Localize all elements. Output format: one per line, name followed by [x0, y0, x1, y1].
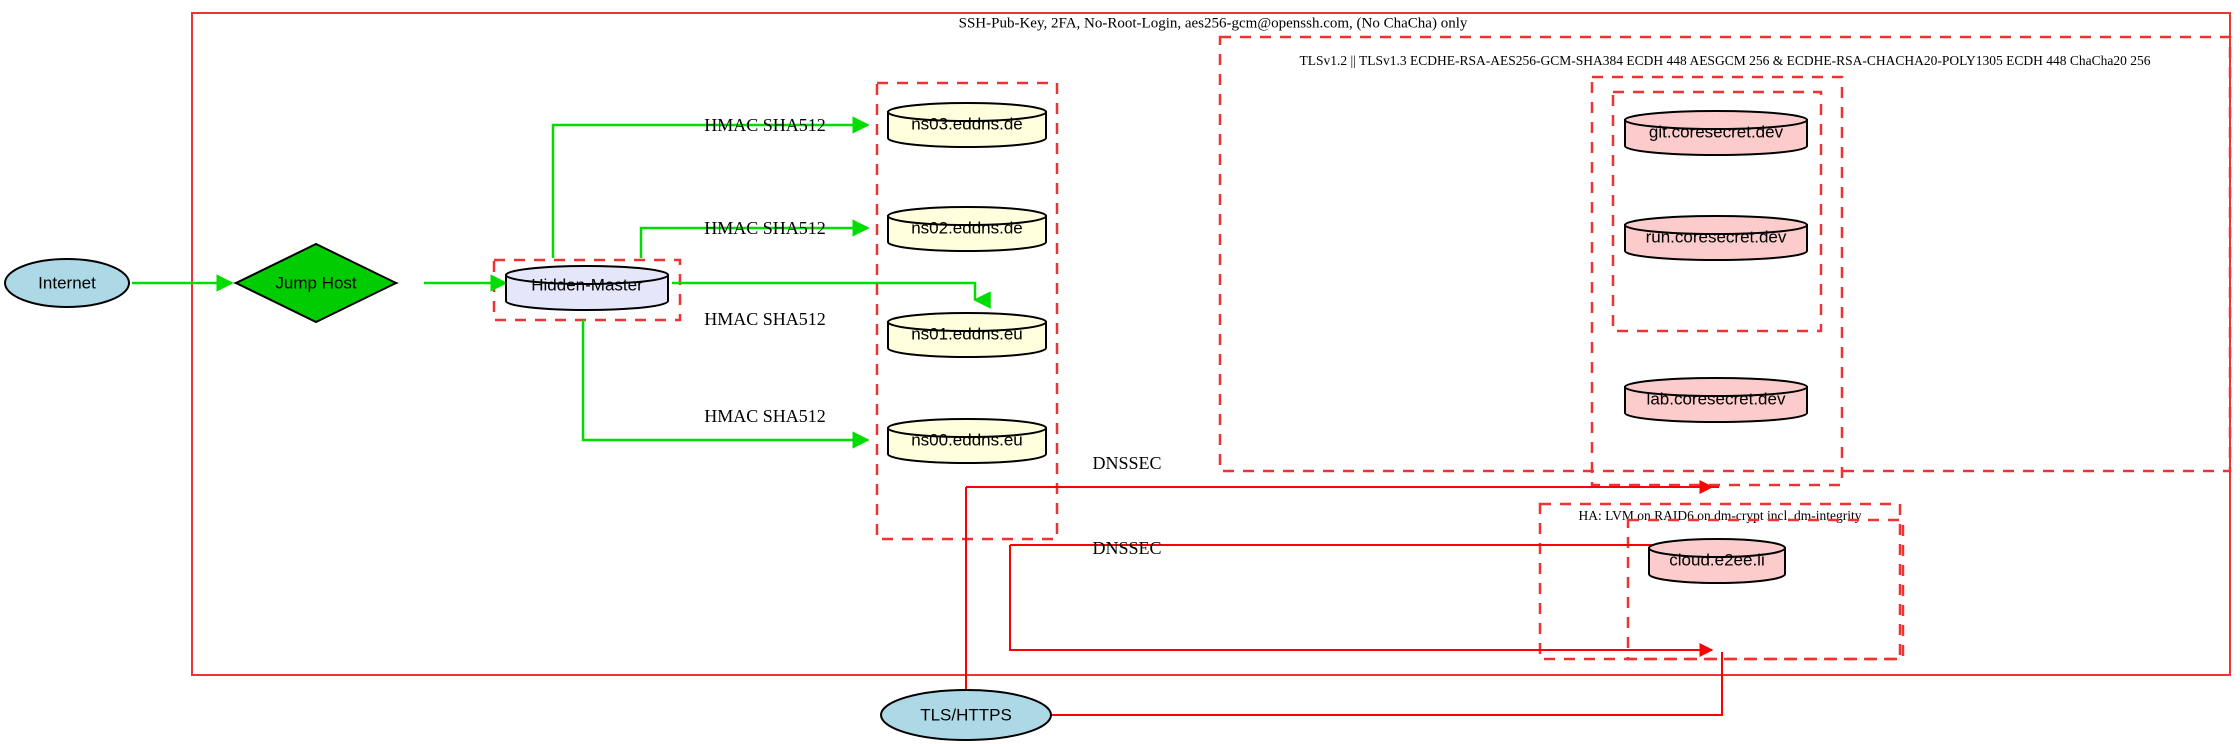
edge-label-hmac-ns02: HMAC SHA512: [704, 218, 826, 238]
edge-label-hmac-ns03: HMAC SHA512: [704, 115, 826, 135]
ns02-label: ns02.eddns.de: [911, 219, 1023, 238]
node-lab-coresecret[interactable]: lab.coresecret.dev: [1624, 377, 1808, 423]
cluster-ssh-outer: [191, 12, 2231, 676]
jump-host-diamond-outline: [233, 242, 399, 324]
edge-tlshttps-right: [1050, 652, 1723, 716]
edge-dnssec-lower-path: [1009, 545, 1714, 657]
lab-coresecret-label: lab.coresecret.dev: [1647, 390, 1786, 409]
ns00-top: [887, 418, 1047, 438]
node-ns03[interactable]: ns03.eddns.de: [887, 102, 1047, 148]
edge-label-dnssec-upper: DNSSEC: [1092, 453, 1161, 473]
ns02-top: [887, 206, 1047, 226]
internet-label: Internet: [38, 274, 96, 293]
internet-ellipse: [4, 258, 130, 308]
node-hidden-master[interactable]: Hidden-Master: [505, 265, 669, 311]
run-coresecret-top: [1624, 215, 1808, 235]
cluster-coresecret-inner: [1611, 90, 1823, 333]
edge-label-dnssec-lower: DNSSEC: [1092, 538, 1161, 558]
node-tls-https[interactable]: TLS/HTTPS: [880, 689, 1052, 741]
cluster-tls-label: TLSv1.2 || TLSv1.3 ECDHE-RSA-AES256-GCM-…: [1300, 53, 2151, 68]
cloud-e2ee-top: [1648, 538, 1786, 558]
hidden-master-label: Hidden-Master: [531, 276, 643, 295]
cloud-e2ee-label: cloud.e2ee.li: [1669, 551, 1764, 570]
ns00-label: ns00.eddns.eu: [911, 431, 1023, 450]
node-jump-host[interactable]: Jump Host: [232, 242, 400, 324]
edge-hiddenmaster-to-ns00: [581, 320, 870, 449]
ns03-top: [887, 102, 1047, 122]
jump-host-label: Jump Host: [275, 274, 357, 293]
tls-https-label: TLS/HTTPS: [920, 706, 1012, 725]
cluster-nameservers: [875, 81, 1059, 541]
git-coresecret-label: git.coresecret.dev: [1649, 123, 1784, 142]
cluster-ha-label: HA: LVM on RAID6 on dm-crypt incl. dm-in…: [1579, 508, 1862, 523]
edge-label-hmac-ns00: HMAC SHA512: [704, 406, 826, 426]
cluster-tls: [1218, 35, 2232, 473]
ns03-label: ns03.eddns.de: [911, 115, 1023, 134]
edge-hiddenmaster-to-ns01: [672, 281, 991, 309]
hidden-master-top: [505, 265, 669, 285]
ns01-label: ns01.eddns.eu: [911, 325, 1023, 344]
run-coresecret-label: run.coresecret.dev: [1646, 228, 1787, 247]
edge-label-hmac-ns01: HMAC SHA512: [704, 309, 826, 329]
cluster-ssh-label: SSH-Pub-Key, 2FA, No-Root-Login, aes256-…: [959, 15, 1468, 31]
cluster-coresecret-outer: [1590, 75, 1844, 487]
node-ns00[interactable]: ns00.eddns.eu: [887, 418, 1047, 464]
node-cloud-e2ee[interactable]: cloud.e2ee.li: [1648, 538, 1786, 584]
tls-https-ellipse: [880, 689, 1052, 741]
node-ns01[interactable]: ns01.eddns.eu: [887, 312, 1047, 358]
cluster-ha: [1538, 502, 1902, 661]
edge-hiddenmaster-to-ns03: [551, 116, 870, 258]
node-ns02[interactable]: ns02.eddns.de: [887, 206, 1047, 252]
edge-hiddenmaster-to-ns02: [639, 219, 870, 258]
cluster-ha-inner: [1626, 518, 1905, 661]
git-coresecret-top: [1624, 110, 1808, 130]
node-git-coresecret[interactable]: git.coresecret.dev: [1624, 110, 1808, 156]
lab-coresecret-top: [1624, 377, 1808, 397]
ns01-top: [887, 312, 1047, 332]
node-internet[interactable]: Internet: [4, 258, 130, 308]
node-run-coresecret[interactable]: run.coresecret.dev: [1624, 215, 1808, 261]
